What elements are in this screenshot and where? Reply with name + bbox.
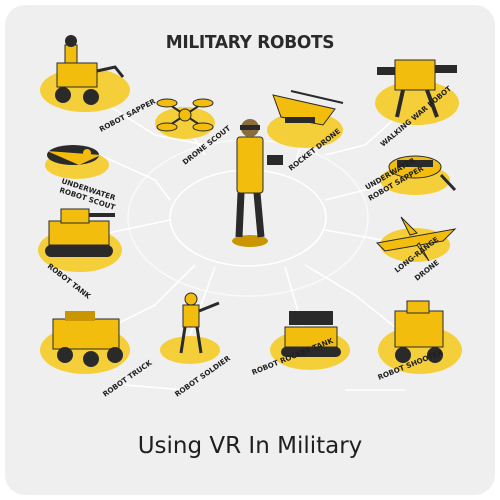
- rocket-tank-icon: [281, 311, 341, 357]
- diagram-title: MILITARY ROBOTS: [165, 32, 335, 54]
- underwater-scout-icon: [47, 145, 101, 165]
- diagram-canvas: ROBOT SAPPER DRONE SCOUT ROCKET DRONE WA…: [38, 35, 462, 399]
- vr-soldier-icon: [232, 119, 283, 247]
- caption: Using VR In Military: [137, 433, 363, 459]
- underwater-sapper-icon: [388, 155, 457, 192]
- robot-shooter-icon: [394, 300, 444, 363]
- long-range-drone-icon: [375, 216, 457, 262]
- robot-truck-icon: [52, 311, 123, 367]
- drone-scout-icon: [156, 98, 214, 132]
- sapper-robot-icon: [55, 35, 125, 105]
- rocket-drone-icon: [272, 90, 344, 126]
- robot-soldier-icon: [179, 292, 220, 354]
- robot-tank-icon: [45, 208, 115, 257]
- card: MILITARY ROBOTS: [5, 5, 495, 495]
- walking-war-robot-icon: [377, 59, 457, 118]
